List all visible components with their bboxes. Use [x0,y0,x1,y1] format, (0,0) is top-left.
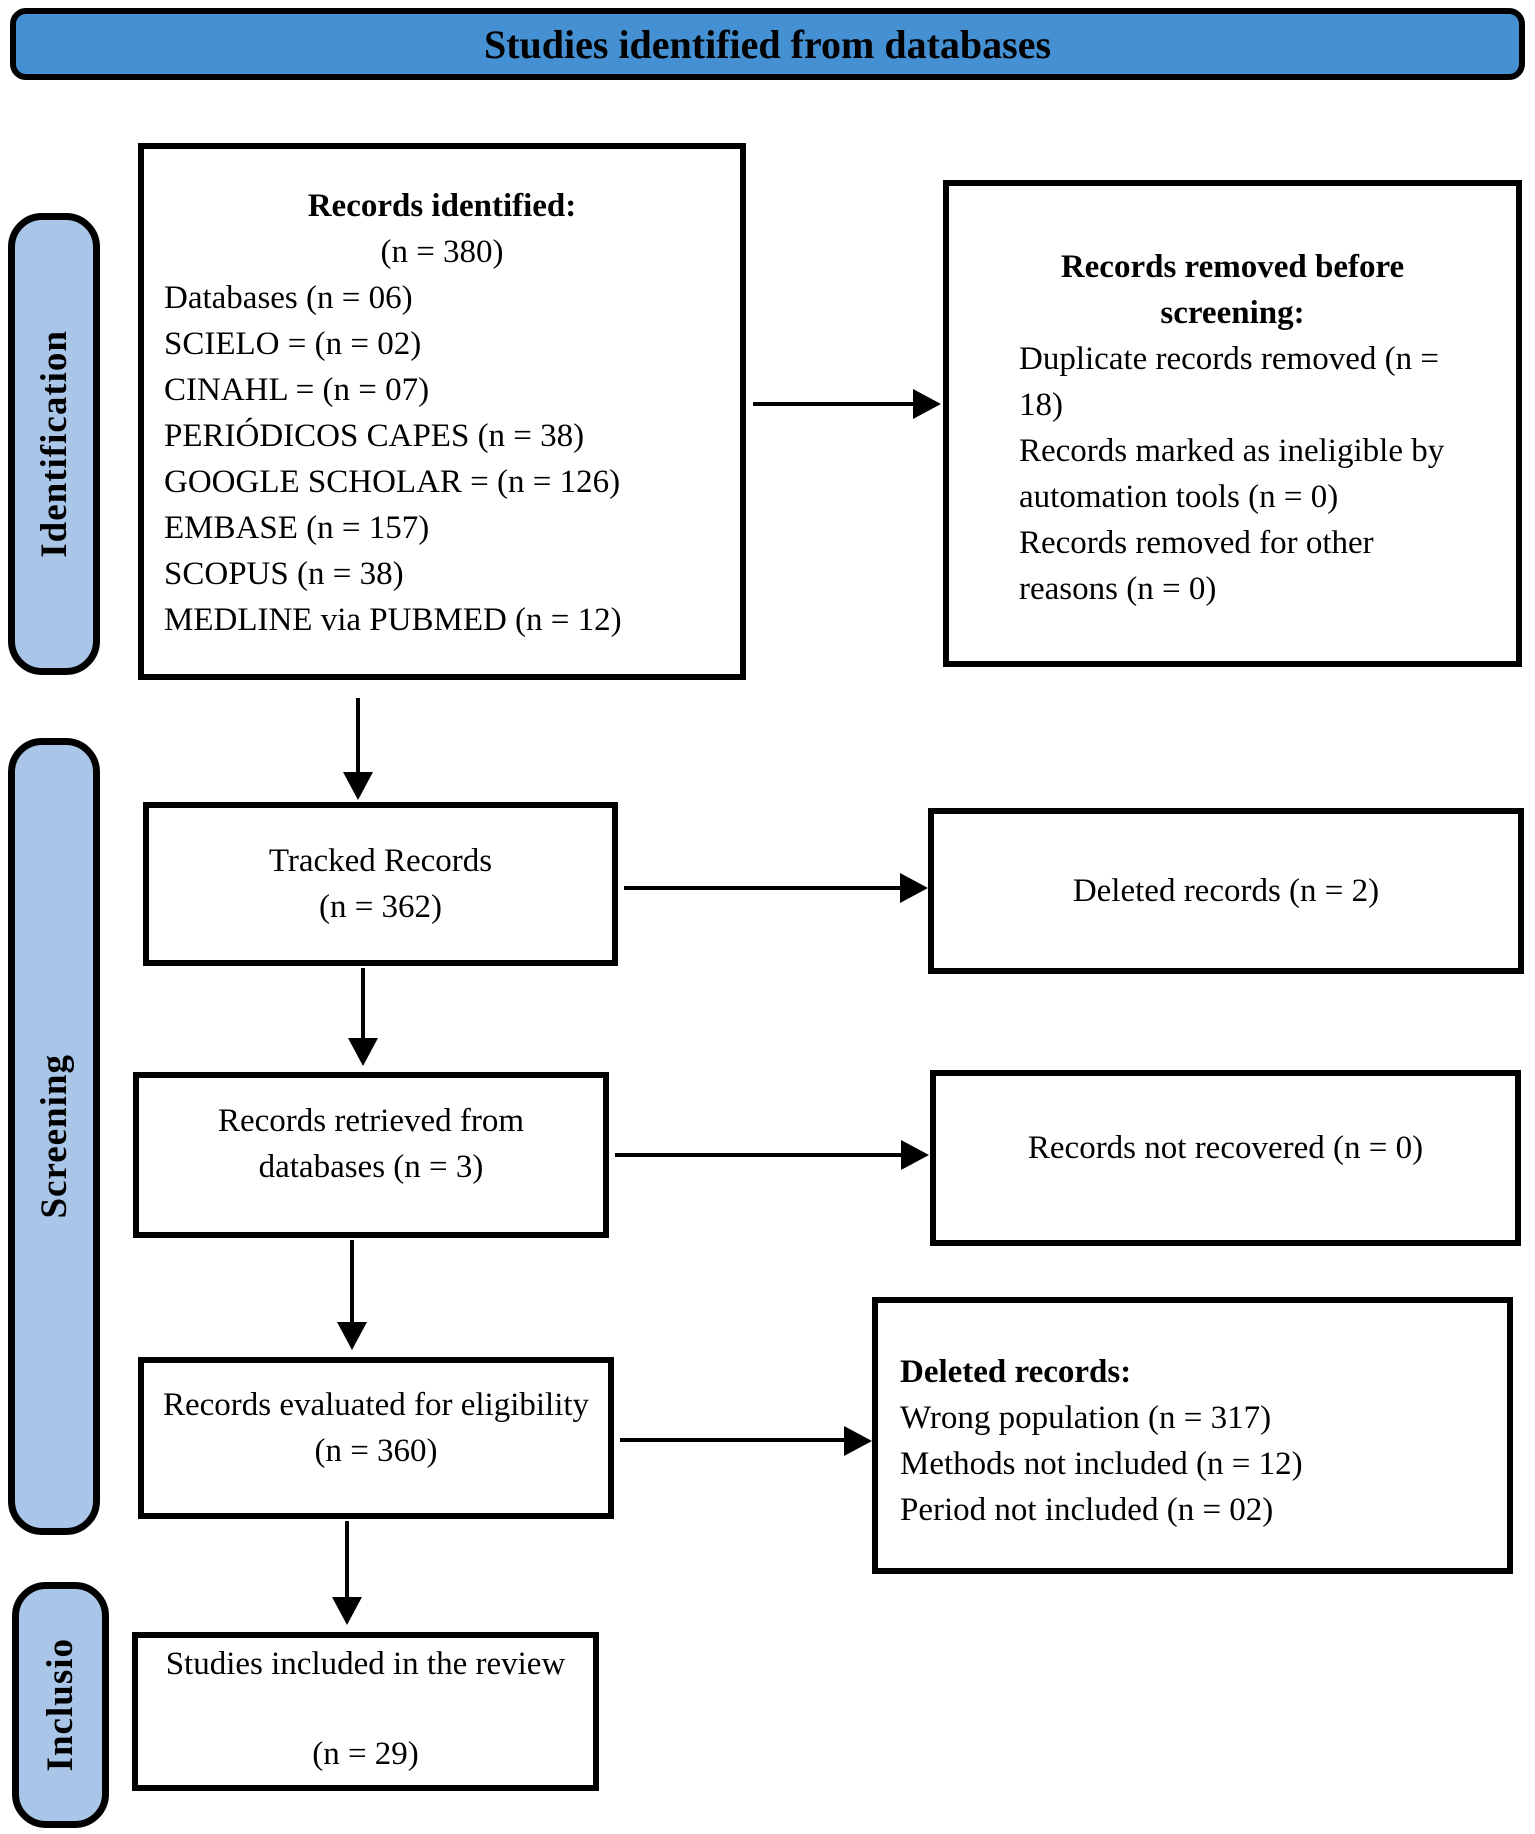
records-identified-title: Records identified: [307,188,577,224]
box-deleted-records-detail: Deleted records: Wrong population (n = 3… [872,1297,1513,1574]
database-line: CINAHL = (n = 07) [164,372,430,408]
records-retrieved-line1: Records retrieved from [217,1103,525,1139]
database-line: Databases (n = 06) [164,280,413,316]
stage-inclusion-label: Inclusio [40,1638,81,1772]
database-line: PERIÓDICOS CAPES (n = 38) [164,418,585,454]
box-records-evaluated: Records evaluated for eligibility (n = 3… [138,1357,614,1519]
stage-screening-label: Screening [33,1054,75,1219]
banner: Studies identified from databases [10,8,1525,80]
box-records-not-recovered: Records not recovered (n = 0) [930,1070,1521,1246]
records-not-recovered-text: Records not recovered (n = 0) [1027,1130,1424,1166]
tracked-records-count: (n = 362) [318,889,443,925]
stage-screening: Screening [8,738,100,1535]
box-records-removed-before-screening: Records removed before screening: Duplic… [943,180,1522,667]
stage-identification: Identification [8,213,100,675]
records-retrieved-line2: databases (n = 3) [258,1149,484,1185]
box-tracked-records: Tracked Records (n = 362) [143,802,618,966]
studies-included-line1: Studies included in the review [165,1645,566,1682]
removed-reason-line: Records marked as ineligible by automati… [1019,433,1445,515]
database-line: EMBASE (n = 157) [164,510,430,546]
box-deleted-records: Deleted records (n = 2) [928,808,1524,974]
removed-reason-line: Records removed for other reasons (n = 0… [1019,525,1374,607]
stage-inclusion: Inclusio [12,1582,109,1828]
records-identified-count: (n = 380) [380,234,504,270]
deleted-reason-line: Wrong population (n = 317) [900,1400,1272,1436]
box-studies-included: Studies included in the review (n = 29) [132,1632,599,1791]
database-line: MEDLINE via PUBMED (n = 12) [164,602,622,638]
removed-reason-line: Duplicate records removed (n = 18) [1019,341,1439,423]
deleted-reason-line: Methods not included (n = 12) [900,1446,1303,1482]
records-removed-title: Records removed before screening: [1060,249,1405,331]
box-records-identified: Records identified: (n = 380) Databases … [138,143,746,680]
database-line: SCIELO = (n = 02) [164,326,422,362]
database-line: GOOGLE SCHOLAR = (n = 126) [164,464,621,500]
studies-included-count: (n = 29) [312,1735,419,1772]
deleted-reason-line: Period not included (n = 02) [900,1492,1274,1528]
box-records-retrieved: Records retrieved from databases (n = 3) [133,1072,609,1238]
deleted-records-detail-title: Deleted records: [900,1354,1132,1390]
deleted-records-text: Deleted records (n = 2) [1072,873,1380,909]
records-evaluated-line1: Records evaluated for eligibility [162,1387,590,1423]
database-line: SCOPUS (n = 38) [164,556,404,592]
records-evaluated-count: (n = 360) [314,1433,438,1469]
stage-identification-label: Identification [33,330,75,558]
tracked-records-line1: Tracked Records [268,843,493,879]
banner-title: Studies identified from databases [483,21,1052,67]
